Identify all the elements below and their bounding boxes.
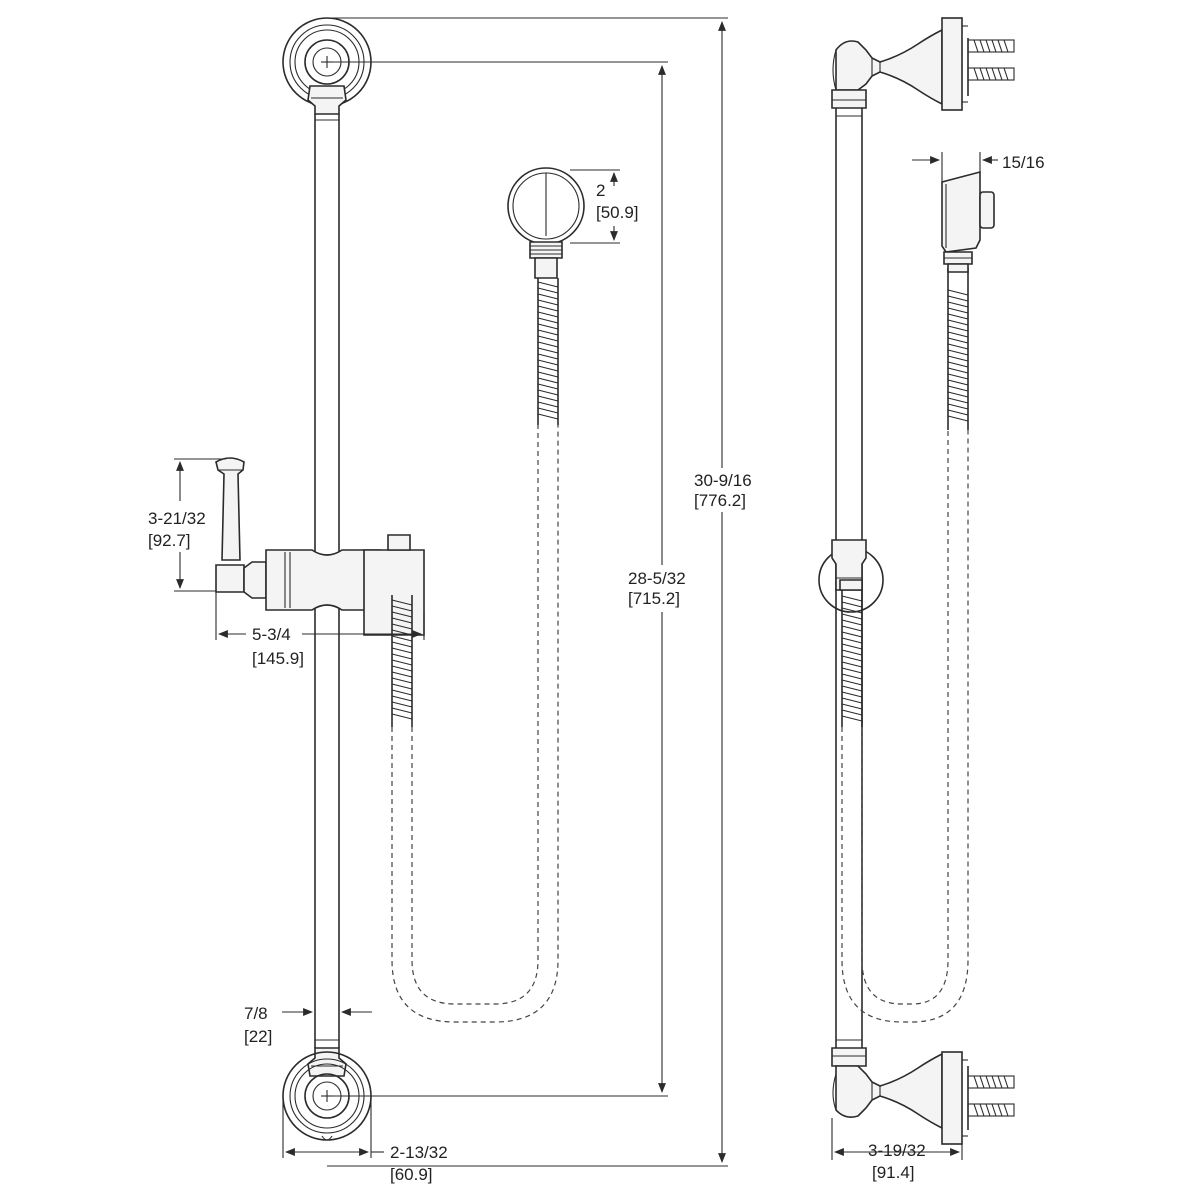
side-top-mount: [831, 17, 1015, 111]
projection-metric: [91.4]: [872, 1163, 915, 1182]
side-hose-upper-coil: [947, 268, 969, 430]
bar-dia-metric: [22]: [244, 1027, 272, 1046]
wall-elbow: [507, 167, 585, 279]
center-to-center-metric: [715.2]: [628, 589, 680, 608]
top-rosette: [282, 17, 372, 115]
bottom-rosette: [282, 1047, 372, 1141]
side-hose-dashed-loop: [841, 430, 969, 1023]
side-view: [818, 17, 1015, 1145]
center-to-center-imperial: 28-5/32: [628, 569, 686, 588]
overall-height-imperial: 30-9/16: [694, 471, 752, 490]
side-wall-elbow: [941, 170, 995, 273]
side-hose-lower-coil: [841, 590, 863, 727]
handle-height-imperial: 3-21/32: [148, 509, 206, 528]
handle-reach-metric: [145.9]: [252, 649, 304, 668]
elbow-dia-imperial: 2: [596, 181, 605, 200]
hose-dashed-loop: [391, 425, 559, 1023]
dimension-lines: [174, 17, 998, 1167]
side-slider: [818, 539, 884, 613]
rosette-dia-imperial: 2-13/32: [390, 1143, 448, 1162]
handle-lever: [215, 457, 267, 599]
hose-upper-coil: [537, 278, 559, 425]
side-bottom-mount: [831, 1047, 1015, 1145]
elbow-dia-metric: [50.9]: [596, 203, 639, 222]
front-view: [215, 17, 585, 1141]
overall-height-metric: [776.2]: [694, 491, 746, 510]
handle-reach-imperial: 5-3/4: [252, 625, 291, 644]
elbow-depth-imperial: 15/16: [1002, 153, 1045, 172]
dimension-labels: 2 [50.9] 30-9/16 [776.2] 28-5/32 [715.2]…: [148, 153, 1045, 1184]
slider-body: [265, 534, 425, 636]
bar-dia-imperial: 7/8: [244, 1004, 268, 1023]
projection-imperial: 3-19/32: [868, 1141, 926, 1160]
handle-height-metric: [92.7]: [148, 531, 191, 550]
hose-lower-coil: [391, 595, 413, 727]
rosette-dia-metric: [60.9]: [390, 1165, 433, 1184]
